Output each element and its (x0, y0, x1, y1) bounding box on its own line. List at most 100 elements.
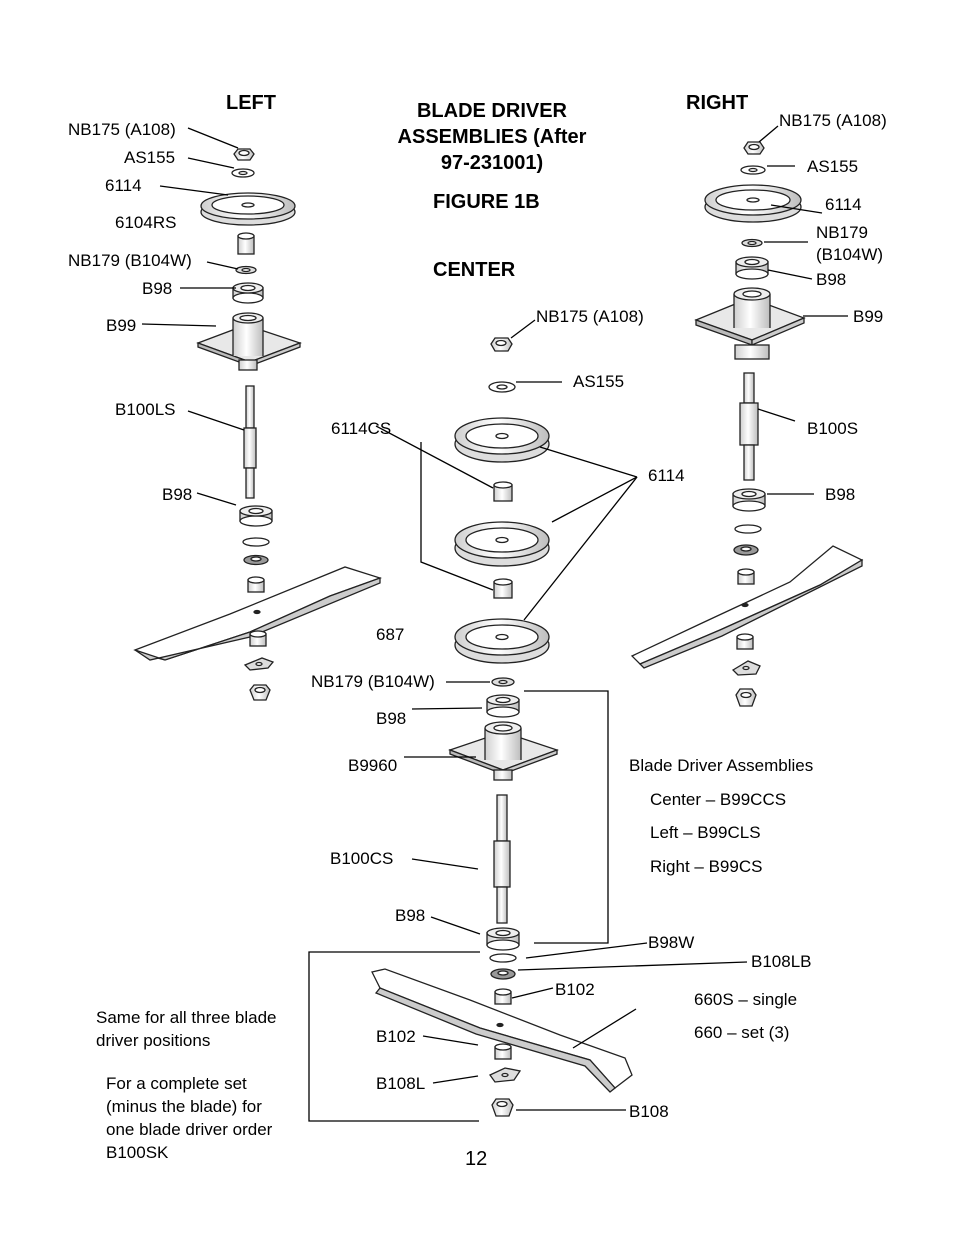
assemblies-title: Blade Driver Assemblies (629, 756, 814, 775)
note-same-line-1: Same for all three blade (96, 1008, 277, 1027)
center-687-pulley-icon (454, 618, 550, 664)
center-6114-mid-pulley-icon (454, 521, 550, 567)
assembly-right: Right – B99CS (650, 857, 763, 876)
figure-number: FIGURE 1B (433, 191, 540, 213)
left-b108-nut-icon (249, 684, 271, 701)
left-label-b98-bottom: B98 (162, 485, 193, 504)
center-label-b9960: B9960 (348, 756, 398, 775)
left-nb179-washer-icon (235, 265, 257, 275)
center-nb175-nut-icon (490, 337, 513, 352)
right-b108lb-washer-icon (733, 544, 759, 556)
right-label-b99: B99 (853, 307, 884, 326)
center-label-b108l: B108L (376, 1074, 426, 1093)
left-blade-icon (133, 566, 383, 661)
center-label-nb179: NB179 (B104W) (311, 672, 435, 691)
center-b98-lower-bearing-icon (486, 927, 520, 951)
right-label-as155: AS155 (807, 157, 859, 176)
left-b98w-washer-icon (242, 537, 270, 547)
center-b98-bearing-icon (486, 694, 520, 718)
assembly-center: Center – B99CCS (650, 790, 787, 809)
left-heading: LEFT (226, 92, 276, 114)
title-line-1: BLADE DRIVER (416, 100, 567, 122)
left-b98-bearing-icon (232, 282, 264, 304)
center-label-b102-right: B102 (555, 980, 595, 999)
left-label-6104rs: 6104RS (115, 213, 177, 232)
right-b98-lower-bearing-icon (732, 488, 766, 512)
note-same-line-2: driver positions (96, 1031, 211, 1050)
left-6104rs-spacer-icon (237, 232, 255, 255)
center-660-blade-icon (371, 968, 633, 1093)
figure-title: BLADE DRIVER ASSEMBLIES (After 97-231001… (382, 98, 602, 176)
right-assembly (630, 141, 864, 707)
left-nb175-nut-icon (233, 148, 255, 161)
center-label-660s-single: 660S – single (694, 990, 798, 1009)
center-label-b98-top: B98 (376, 709, 407, 728)
right-b98-bearing-icon (735, 256, 769, 280)
right-label-nb179-line2: (B104W) (816, 245, 884, 264)
right-nb179-washer-icon (741, 238, 763, 248)
center-label-b108lb: B108LB (751, 952, 812, 971)
right-nb175-nut-icon (743, 141, 765, 155)
right-b108l-lock-icon (731, 660, 761, 676)
right-b99-housing-icon (694, 287, 806, 360)
center-b108l-lock-icon (489, 1067, 522, 1083)
center-assembly (371, 337, 633, 1117)
left-lower-bearing-icon (239, 505, 273, 527)
left-label-b100ls: B100LS (115, 400, 176, 419)
left-label-b99: B99 (106, 316, 137, 335)
left-label-as155: AS155 (124, 148, 176, 167)
left-b102-lower-spacer-icon (249, 630, 267, 647)
title-line-3: 97-231001) (440, 152, 544, 174)
center-6114-top-pulley-icon (454, 417, 550, 463)
right-label-nb179-line1: NB179 (816, 223, 868, 242)
left-b102-spacer-icon (247, 576, 265, 593)
page-number: 12 (465, 1148, 488, 1170)
right-label-b100s: B100S (807, 419, 859, 438)
right-b102-spacer-icon (737, 568, 755, 585)
right-as155-washer-icon (740, 165, 766, 175)
center-label-b102-left: B102 (376, 1027, 416, 1046)
center-b102-lower-spacer-icon (494, 1043, 512, 1060)
center-label-b100cs: B100CS (330, 849, 394, 868)
note-kit-line-2: (minus the blade) for (106, 1097, 262, 1116)
note-kit-line-4: B100SK (106, 1143, 169, 1162)
right-heading: RIGHT (686, 92, 749, 114)
right-label-b98-top: B98 (816, 270, 847, 289)
assembly-left: Left – B99CLS (650, 823, 761, 842)
center-b98w-washer-icon (489, 953, 517, 963)
right-b100s-spindle-icon (739, 372, 759, 481)
center-b102-spacer-icon (494, 988, 512, 1005)
right-label-6114: 6114 (825, 195, 862, 214)
center-label-b108: B108 (629, 1102, 669, 1121)
note-kit-line-1: For a complete set (106, 1074, 247, 1093)
center-nb179-washer-icon (491, 677, 515, 687)
right-label-nb175: NB175 (A108) (779, 111, 887, 130)
right-6114-pulley-icon (704, 184, 802, 223)
right-blade-icon (630, 545, 864, 669)
center-b9960-housing-icon (448, 721, 559, 781)
center-6114cs-spacer-top-icon (493, 481, 513, 502)
center-b108-nut-icon (491, 1098, 514, 1117)
right-b98w-washer-icon (734, 524, 762, 534)
note-same-for-all: Same for all three blade driver position… (96, 1006, 277, 1052)
center-label-b98w: B98W (648, 933, 695, 952)
leader-lines (141, 125, 848, 1122)
center-label-as155: AS155 (573, 372, 625, 391)
center-label-687: 687 (376, 625, 405, 644)
left-6114-pulley-icon (200, 192, 296, 226)
left-label-b98-top: B98 (142, 279, 173, 298)
center-label-b98-bottom: B98 (395, 906, 426, 925)
center-b100cs-spindle-icon (493, 794, 511, 924)
center-label-6114: 6114 (648, 466, 685, 485)
right-label-b98-bottom: B98 (825, 485, 856, 504)
center-label-6114cs: 6114CS (331, 419, 392, 438)
left-assembly (133, 148, 383, 701)
left-as155-washer-icon (231, 168, 255, 178)
left-b108l-lock-icon (243, 657, 275, 671)
left-b100ls-spindle-icon (243, 385, 257, 499)
note-kit-line-3: one blade driver order (106, 1120, 273, 1139)
center-label-nb175: NB175 (A108) (536, 307, 644, 326)
right-b102-lower-spacer-icon (736, 633, 754, 650)
